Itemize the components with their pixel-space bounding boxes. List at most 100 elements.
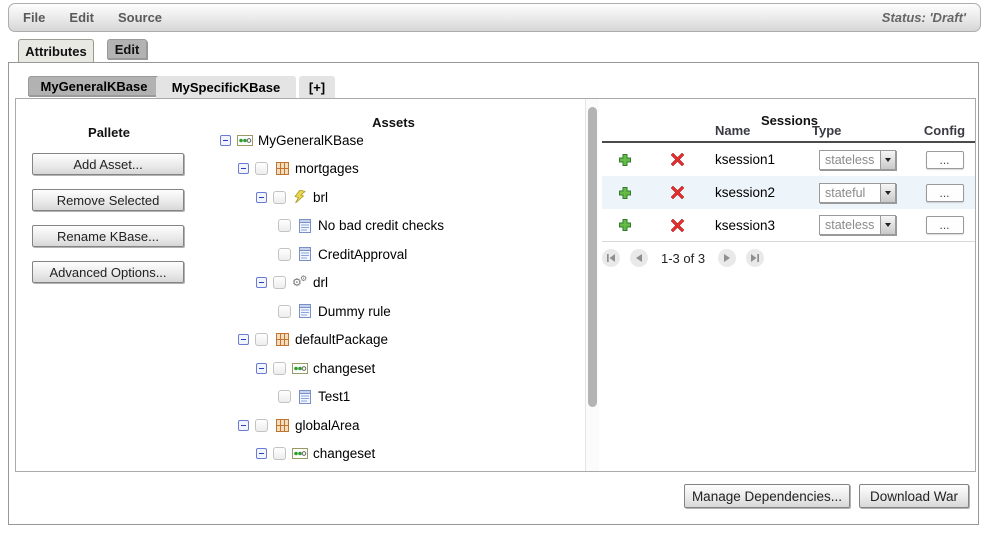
tree-row[interactable]: ⚙ ⚙ drl	[202, 269, 585, 298]
document-icon	[297, 304, 313, 319]
tree-checkbox[interactable]	[255, 162, 268, 176]
add-session-button[interactable]	[602, 218, 647, 232]
tree-checkbox[interactable]	[278, 219, 291, 233]
add-kbase-tab-button[interactable]: [+]	[299, 76, 335, 98]
column-header-name: Name	[715, 122, 751, 138]
session-config-button[interactable]: ...	[925, 150, 964, 169]
tree-row[interactable]: defaultPackage	[202, 326, 585, 355]
document-icon	[297, 389, 313, 404]
tree-item-label[interactable]: mortgages	[295, 161, 359, 177]
collapse-icon[interactable]	[238, 163, 249, 175]
tree-row[interactable]: changeset	[202, 354, 585, 383]
session-config-button[interactable]: ...	[925, 216, 964, 234]
chevron-down-icon[interactable]	[880, 150, 895, 169]
package-icon	[274, 161, 290, 176]
collapse-icon[interactable]	[220, 134, 231, 146]
tree-item-label[interactable]: changeset	[313, 446, 376, 462]
sessions-header-row: Name Type Config	[602, 119, 975, 143]
next-page-button[interactable]	[718, 249, 737, 267]
advanced-options-button[interactable]: Advanced Options...	[32, 261, 184, 283]
changeset-icon	[292, 446, 308, 461]
delete-session-icon[interactable]	[647, 218, 707, 232]
tree-row[interactable]: Test1	[202, 383, 585, 412]
drl-gears-icon: ⚙ ⚙	[292, 274, 308, 290]
tree-checkbox[interactable]	[278, 247, 291, 261]
column-header-config: Config	[923, 122, 966, 138]
tree-checkbox[interactable]	[273, 447, 286, 461]
tree-item-label[interactable]: changeset	[313, 360, 376, 376]
tree-item-label[interactable]: globalArea	[295, 417, 360, 433]
collapse-icon[interactable]	[256, 448, 267, 460]
first-page-button[interactable]	[602, 249, 620, 267]
menu-edit[interactable]: Edit	[69, 10, 94, 25]
collapse-icon[interactable]	[256, 277, 267, 289]
collapse-icon[interactable]	[256, 362, 267, 374]
tree-row[interactable]: mortgages	[202, 155, 585, 184]
session-row: ksession1 stateless ...	[602, 143, 975, 176]
session-type-select[interactable]: stateless	[819, 149, 896, 170]
download-war-button[interactable]: Download War	[859, 484, 969, 508]
remove-selected-button[interactable]: Remove Selected	[32, 189, 184, 211]
tree-checkbox[interactable]	[255, 418, 268, 432]
tree-item-label[interactable]: drl	[313, 275, 329, 291]
package-icon	[274, 418, 290, 433]
column-header-type: Type	[812, 122, 842, 138]
changeset-icon	[237, 133, 253, 148]
session-type-select[interactable]: stateless	[819, 215, 896, 235]
session-row: ksession2 stateful ...	[602, 176, 975, 209]
chevron-down-icon[interactable]	[880, 216, 895, 234]
tree-checkbox[interactable]	[278, 304, 291, 318]
tree-item-label[interactable]: CreditApproval	[318, 246, 408, 262]
scrollbar-thumb[interactable]	[588, 107, 597, 407]
tree-checkbox[interactable]	[255, 333, 268, 347]
tree-row[interactable]: MyGeneralKBase	[202, 126, 585, 155]
collapse-icon[interactable]	[256, 191, 267, 203]
session-row: ksession3 stateless ...	[602, 209, 975, 242]
tree-row[interactable]: globalArea	[202, 411, 585, 440]
add-asset-button[interactable]: Add Asset...	[32, 153, 184, 175]
tree-item-label[interactable]: Dummy rule	[318, 303, 391, 319]
tree-row[interactable]: CreditApproval	[202, 240, 585, 269]
tree-checkbox[interactable]	[273, 276, 286, 290]
sessions-pagination: 1-3 of 3	[602, 249, 975, 267]
assets-tree: MyGeneralKBase mortgages	[202, 126, 585, 468]
collapse-icon[interactable]	[238, 334, 249, 346]
delete-session-icon[interactable]	[647, 186, 707, 199]
tree-row[interactable]: brl	[202, 183, 585, 212]
manage-dependencies-button[interactable]: Manage Dependencies...	[684, 484, 850, 508]
tab-myspecifickbase[interactable]: MySpecificKBase	[156, 76, 296, 98]
tab-mygeneralkbase[interactable]: MyGeneralKBase	[28, 76, 160, 96]
chevron-down-icon[interactable]	[880, 183, 895, 202]
tree-row[interactable]: No bad credit checks	[202, 212, 585, 241]
add-session-button[interactable]	[602, 186, 647, 200]
session-config-button[interactable]: ...	[925, 183, 964, 202]
add-session-button[interactable]	[602, 153, 647, 167]
rename-kbase-button[interactable]: Rename KBase...	[32, 225, 184, 247]
tree-item-label[interactable]: brl	[313, 189, 329, 205]
tree-item-label[interactable]: No bad credit checks	[318, 218, 445, 234]
tree-checkbox[interactable]	[278, 390, 291, 404]
tab-edit[interactable]: Edit	[107, 39, 147, 59]
tree-row[interactable]: changeset	[202, 440, 585, 469]
tree-checkbox[interactable]	[273, 361, 286, 375]
session-name: ksession3	[715, 217, 776, 233]
session-name: ksession2	[715, 185, 776, 200]
menu-source[interactable]: Source	[117, 10, 163, 25]
tree-item-label[interactable]: defaultPackage	[295, 332, 389, 348]
delete-session-icon[interactable]	[647, 153, 707, 166]
tree-item-label[interactable]: Test1	[318, 389, 351, 405]
tree-row[interactable]: Dummy rule	[202, 297, 585, 326]
document-icon	[297, 218, 313, 233]
last-page-button[interactable]	[746, 249, 765, 267]
session-type-select[interactable]: stateful	[819, 182, 896, 203]
tree-item-label[interactable]: MyGeneralKBase	[258, 132, 364, 148]
document-icon	[297, 247, 313, 262]
menu-file[interactable]: File	[23, 10, 46, 25]
tree-checkbox[interactable]	[273, 190, 286, 204]
changeset-icon	[292, 361, 308, 376]
assets-scrollbar[interactable]	[585, 99, 599, 471]
collapse-icon[interactable]	[238, 419, 249, 431]
tab-attributes[interactable]: Attributes	[18, 39, 94, 62]
previous-page-button[interactable]	[630, 249, 648, 267]
kbase-editor-panel: MyGeneralKBase MySpecificKBase [+] Palle…	[8, 62, 979, 525]
